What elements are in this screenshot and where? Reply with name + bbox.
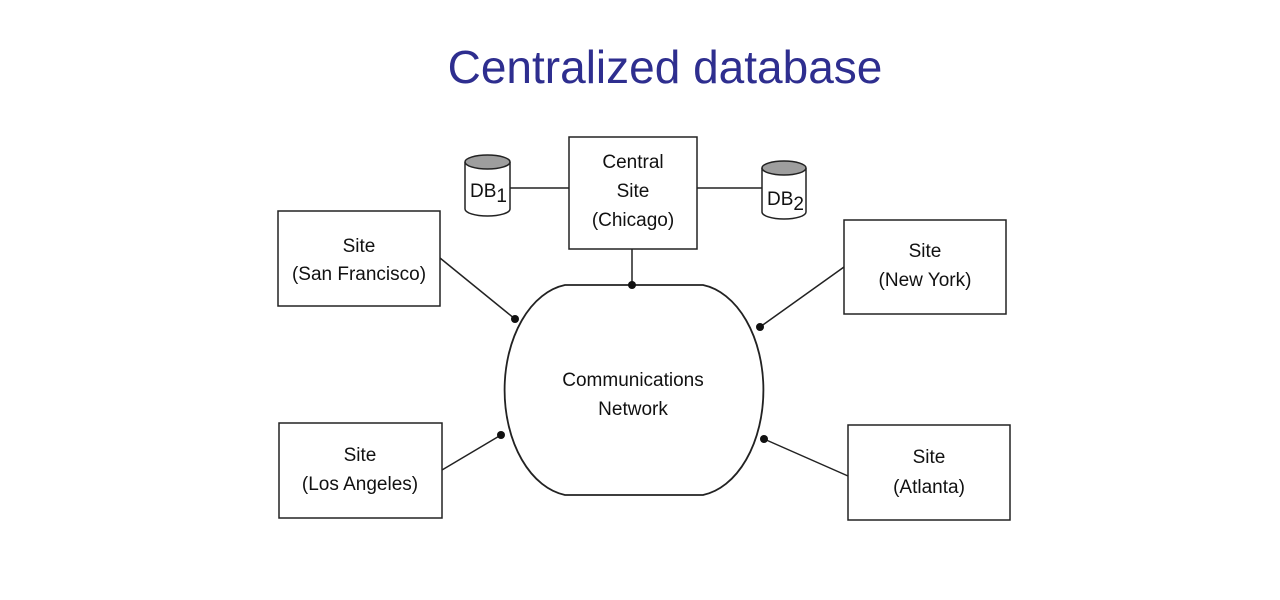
central-site-line3: (Chicago) xyxy=(592,210,674,231)
ny-network-connector xyxy=(759,266,845,328)
central-site-line1: Central xyxy=(602,152,663,173)
site-new-york-box xyxy=(843,219,1007,315)
db1-label: DB1 xyxy=(470,181,507,207)
connection-dot-top xyxy=(628,281,636,289)
site-sf-line2: (San Francisco) xyxy=(292,264,426,285)
site-atl-line2: (Atlanta) xyxy=(893,477,965,498)
db1-cylinder-icon xyxy=(464,154,511,217)
db2-cylinder-icon xyxy=(761,160,807,220)
site-sf-line1: Site xyxy=(343,236,376,257)
site-ny-line2: (New York) xyxy=(879,270,972,291)
site-los-angeles-box xyxy=(278,422,443,519)
connection-dot-la xyxy=(497,431,505,439)
site-ny-line1: Site xyxy=(909,241,942,262)
atl-network-connector xyxy=(763,438,849,477)
db2-label: DB2 xyxy=(767,189,804,215)
connection-dot-sf xyxy=(511,315,519,323)
site-atl-line1: Site xyxy=(913,447,946,468)
connection-dot-ny xyxy=(756,323,764,331)
site-la-line1: Site xyxy=(344,445,377,466)
connection-dot-atl xyxy=(760,435,768,443)
communications-network-shape xyxy=(503,284,765,496)
network-label-line2: Network xyxy=(598,399,668,420)
site-la-line2: (Los Angeles) xyxy=(302,474,418,495)
network-label-line1: Communications xyxy=(562,370,704,391)
sf-network-connector xyxy=(439,257,516,320)
central-site-box xyxy=(568,136,698,250)
central-site-line2: Site xyxy=(617,181,650,202)
site-atlanta-box xyxy=(847,424,1011,521)
slide-title: Centralized database xyxy=(447,41,883,93)
la-network-connector xyxy=(441,434,502,471)
site-san-francisco-box xyxy=(277,210,441,307)
